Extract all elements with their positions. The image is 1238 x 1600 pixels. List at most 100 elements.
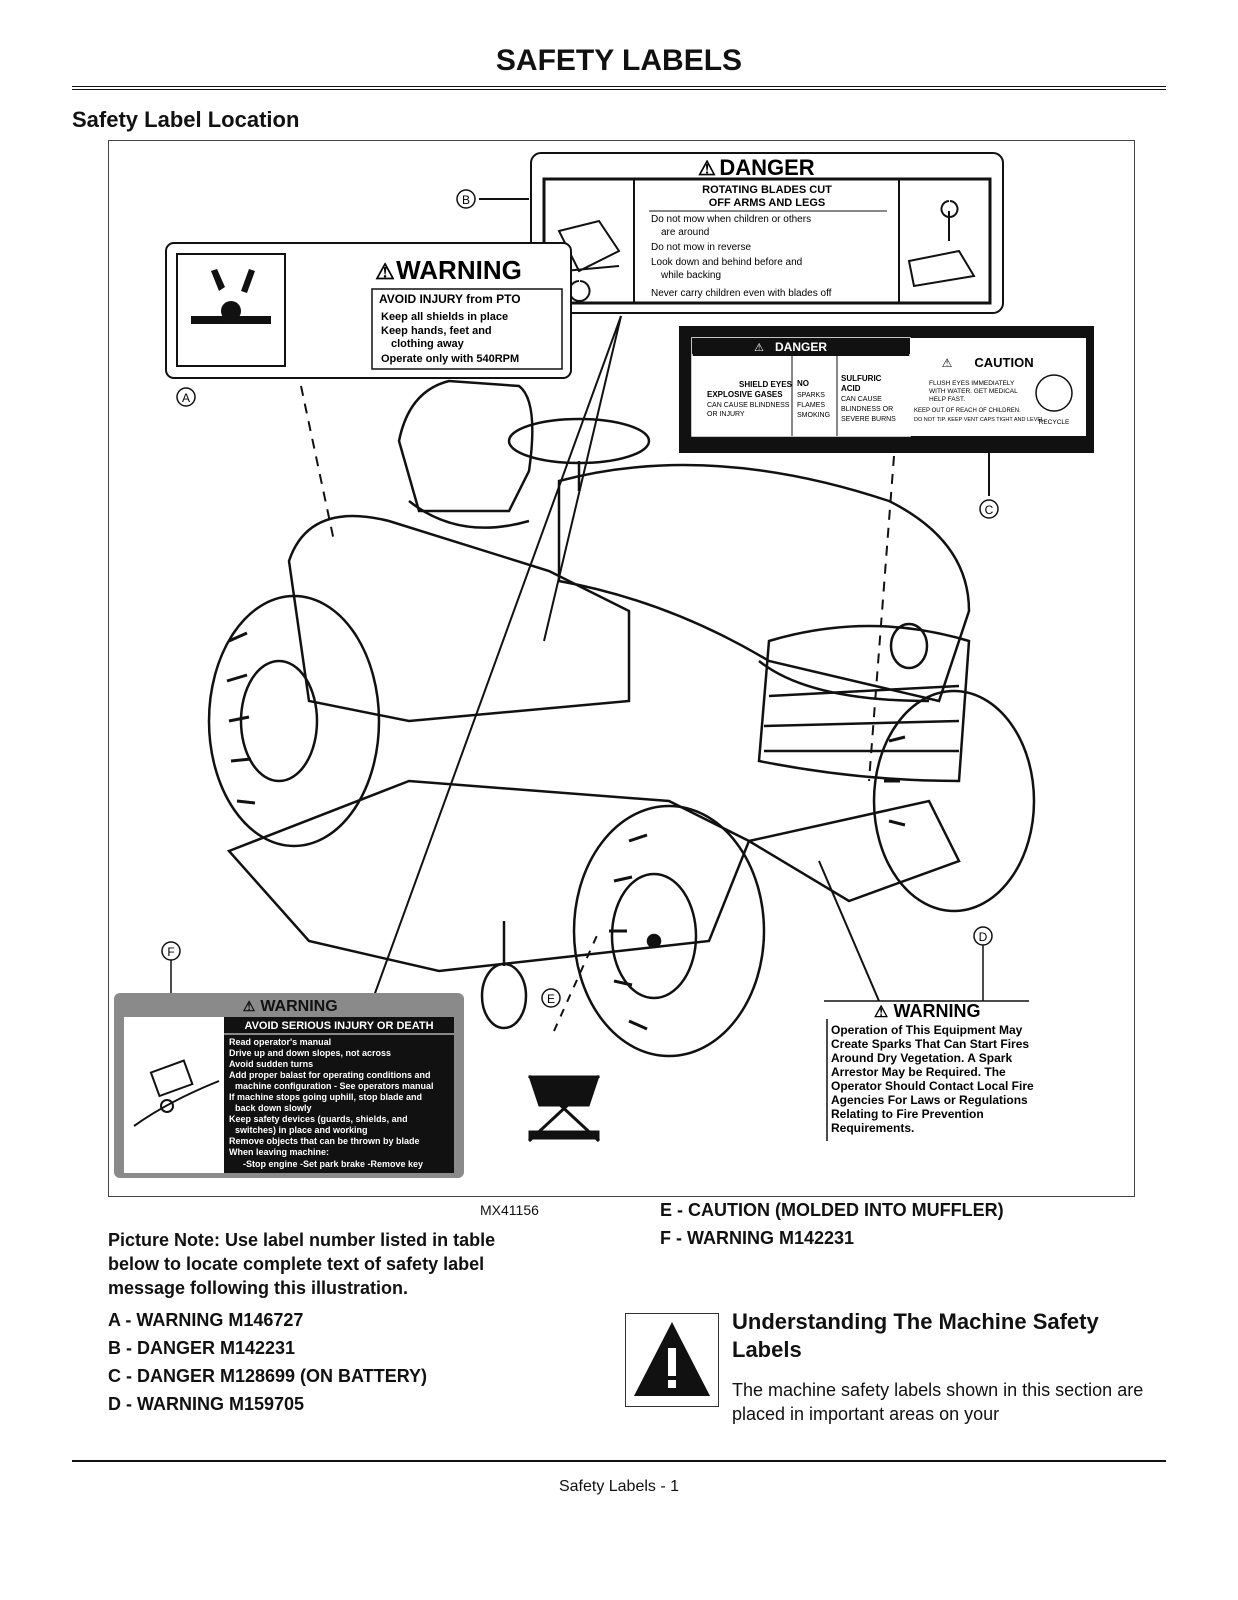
svg-text:CAN CAUSE BLINDNESS: CAN CAUSE BLINDNESS bbox=[707, 402, 790, 409]
page-footer: Safety Labels - 1 bbox=[558, 1478, 680, 1495]
location-list: A - WARNING M146727 B - DANGER M142231 C… bbox=[108, 1306, 427, 1418]
footer-rule bbox=[72, 1460, 1166, 1462]
svg-text:Operation of This Equipment Ma: Operation of This Equipment May bbox=[831, 1023, 1023, 1037]
callout-letter: C bbox=[985, 503, 994, 517]
illustration-svg: A B C D E F DANGER ⚠ ROTATING BLADES CUT… bbox=[114, 152, 1094, 1178]
svg-text:Add proper balast for operatin: Add proper balast for operating conditio… bbox=[229, 1070, 431, 1080]
recycle-icon bbox=[1035, 374, 1073, 412]
callout-c: C bbox=[979, 499, 999, 519]
svg-text:Never carry children even with: Never carry children even with blades of… bbox=[651, 288, 832, 299]
figure-id: MX41156 bbox=[480, 1202, 539, 1218]
svg-text:RECYCLE: RECYCLE bbox=[1039, 419, 1070, 426]
understanding-body: The machine safety labels shown in this … bbox=[732, 1380, 1144, 1424]
callout-letter: F bbox=[167, 945, 174, 959]
label-f-warning: WARNING ⚠ AVOID SERIOUS INJURY OR DEATH … bbox=[114, 993, 464, 1178]
list-item: B - DANGER M142231 bbox=[108, 1338, 296, 1358]
list-item: E - CAUTION (MOLDED INTO MUFFLER) bbox=[660, 1200, 1004, 1220]
svg-text:FLUSH EYES IMMEDIATELY: FLUSH EYES IMMEDIATELY bbox=[929, 380, 1015, 387]
understanding-heading: Understanding The Machine Safety Labels bbox=[732, 1309, 1099, 1362]
svg-text:machine configuration - See op: machine configuration - See operators ma… bbox=[235, 1081, 434, 1091]
label-c-danger: DANGER bbox=[775, 340, 827, 354]
alert-icon: ⚠ bbox=[942, 356, 953, 370]
svg-text:ROTATING BLADES CUT: ROTATING BLADES CUT bbox=[702, 184, 832, 196]
svg-text:When leaving machine:: When leaving machine: bbox=[229, 1147, 329, 1157]
alert-icon: ⚠ bbox=[698, 158, 716, 180]
callout-d: D bbox=[973, 926, 993, 1001]
svg-text:WITH WATER. GET MEDICAL: WITH WATER. GET MEDICAL bbox=[929, 388, 1018, 395]
svg-text:Avoid sudden turns: Avoid sudden turns bbox=[229, 1059, 313, 1069]
svg-text:CAN CAUSE: CAN CAUSE bbox=[841, 396, 882, 403]
svg-text:Read operator's manual: Read operator's manual bbox=[229, 1037, 331, 1047]
location-list-continued: E - CAUTION (MOLDED INTO MUFFLER) F - WA… bbox=[660, 1196, 1004, 1252]
label-b-danger: DANGER ⚠ ROTATING BLADES CUT OFF ARMS AN… bbox=[530, 152, 1004, 314]
leader-lines bbox=[300, 198, 990, 1032]
label-d-signal: WARNING bbox=[894, 1001, 981, 1021]
label-a-warning: WARNING ⚠ AVOID INJURY from PTO Keep all… bbox=[165, 242, 572, 379]
list-item: A - WARNING M146727 bbox=[108, 1310, 304, 1330]
callout-letter: E bbox=[547, 992, 555, 1006]
svg-text:BLINDNESS OR: BLINDNESS OR bbox=[841, 406, 893, 413]
svg-text:SHIELD EYES: SHIELD EYES bbox=[739, 380, 793, 389]
svg-text:SULFURIC: SULFURIC bbox=[841, 374, 882, 383]
svg-text:are around: are around bbox=[661, 227, 709, 238]
svg-text:SMOKING: SMOKING bbox=[797, 412, 830, 419]
callout-a: A bbox=[176, 387, 196, 407]
picture-note: Picture Note: Use label number listed in… bbox=[108, 1230, 496, 1298]
safety-alert-icon bbox=[625, 1313, 719, 1407]
callout-e: E bbox=[541, 988, 561, 1008]
callout-b: B bbox=[456, 189, 476, 209]
svg-text:Keep all shields in place: Keep all shields in place bbox=[381, 311, 508, 323]
safety-label-illustration: A B C D E F DANGER ⚠ ROTATING BLADES CUT… bbox=[108, 140, 1135, 1197]
svg-text:HELP FAST.: HELP FAST. bbox=[929, 396, 965, 403]
svg-text:Operate only with 540RPM: Operate only with 540RPM bbox=[381, 353, 519, 365]
page-title: SAFETY LABELS bbox=[495, 44, 743, 77]
alert-icon: ⚠ bbox=[754, 342, 764, 354]
label-c-battery: DANGER ⚠ SHIELD EYES EXPLOSIVE GASES CAN… bbox=[679, 326, 1094, 453]
svg-text:EXPLOSIVE GASES: EXPLOSIVE GASES bbox=[707, 390, 783, 399]
tractor-drawing bbox=[207, 379, 1036, 1058]
callout-letter: A bbox=[182, 391, 190, 405]
svg-text:-Stop engine -Set park brake: -Stop engine -Set park brake -Remove key bbox=[243, 1159, 423, 1169]
alert-icon: ⚠ bbox=[874, 1004, 888, 1021]
svg-text:Operator Should Contact Local: Operator Should Contact Local Fire bbox=[831, 1079, 1034, 1093]
svg-text:Do not mow when children or ot: Do not mow when children or others bbox=[651, 214, 811, 225]
svg-text:SPARKS: SPARKS bbox=[797, 392, 825, 399]
svg-text:while backing: while backing bbox=[660, 270, 721, 281]
section-heading: Safety Label Location bbox=[72, 107, 300, 132]
svg-text:OR INJURY: OR INJURY bbox=[707, 411, 745, 418]
hot-surface-icon bbox=[527, 1074, 601, 1143]
list-item: D - WARNING M159705 bbox=[108, 1394, 305, 1414]
pto-entanglement-icon bbox=[191, 269, 271, 324]
list-item: C - DANGER M128699 (ON BATTERY) bbox=[108, 1366, 428, 1386]
svg-text:Arrestor May be Required. The: Arrestor May be Required. The bbox=[831, 1065, 1006, 1079]
label-c-caution: CAUTION bbox=[974, 355, 1033, 370]
alert-icon: ⚠ bbox=[243, 998, 256, 1014]
svg-text:If machine stops going uphill,: If machine stops going uphill, stop blad… bbox=[229, 1092, 422, 1102]
callout-letter: B bbox=[462, 193, 470, 207]
svg-text:Relating to Fire Prevention: Relating to Fire Prevention bbox=[831, 1107, 984, 1121]
svg-text:NO: NO bbox=[797, 379, 809, 388]
svg-text:Requirements.: Requirements. bbox=[831, 1121, 914, 1135]
svg-text:Create Sparks That Can Start F: Create Sparks That Can Start Fires bbox=[831, 1037, 1029, 1051]
svg-text:AVOID SERIOUS INJURY OR DEATH: AVOID SERIOUS INJURY OR DEATH bbox=[244, 1020, 433, 1032]
rollover-icon bbox=[133, 1059, 220, 1127]
svg-text:Look down and behind before an: Look down and behind before and bbox=[651, 257, 802, 268]
svg-text:clothing away: clothing away bbox=[391, 338, 465, 350]
svg-text:switches) in place and working: switches) in place and working bbox=[235, 1125, 368, 1135]
svg-text:Keep safety devices (guards, s: Keep safety devices (guards, shields, an… bbox=[229, 1114, 408, 1124]
svg-text:DO NOT TIP. KEEP VENT CAPS TIG: DO NOT TIP. KEEP VENT CAPS TIGHT AND LEV… bbox=[914, 417, 1046, 423]
svg-text:back down slowly: back down slowly bbox=[235, 1103, 312, 1113]
label-b-signal: DANGER bbox=[719, 155, 814, 180]
alert-icon: ⚠ bbox=[375, 259, 395, 284]
callout-f: F bbox=[161, 941, 181, 993]
svg-text:SEVERE BURNS: SEVERE BURNS bbox=[841, 416, 896, 423]
label-f-signal: WARNING bbox=[260, 998, 337, 1015]
svg-text:Agencies For Laws or Regulatio: Agencies For Laws or Regulations bbox=[831, 1093, 1028, 1107]
svg-text:AVOID INJURY from PTO: AVOID INJURY from PTO bbox=[379, 292, 521, 306]
svg-text:OFF ARMS AND LEGS: OFF ARMS AND LEGS bbox=[709, 197, 826, 209]
svg-text:Do not mow in reverse: Do not mow in reverse bbox=[651, 242, 751, 253]
svg-text:Keep hands, feet and: Keep hands, feet and bbox=[381, 325, 492, 337]
svg-text:KEEP OUT OF REACH OF CHILDREN.: KEEP OUT OF REACH OF CHILDREN. bbox=[914, 408, 1021, 414]
svg-text:Around Dry Vegetation. A Spark: Around Dry Vegetation. A Spark bbox=[831, 1051, 1012, 1065]
label-d-warning: WARNING ⚠ Operation of This Equipment Ma… bbox=[824, 1000, 1034, 1141]
